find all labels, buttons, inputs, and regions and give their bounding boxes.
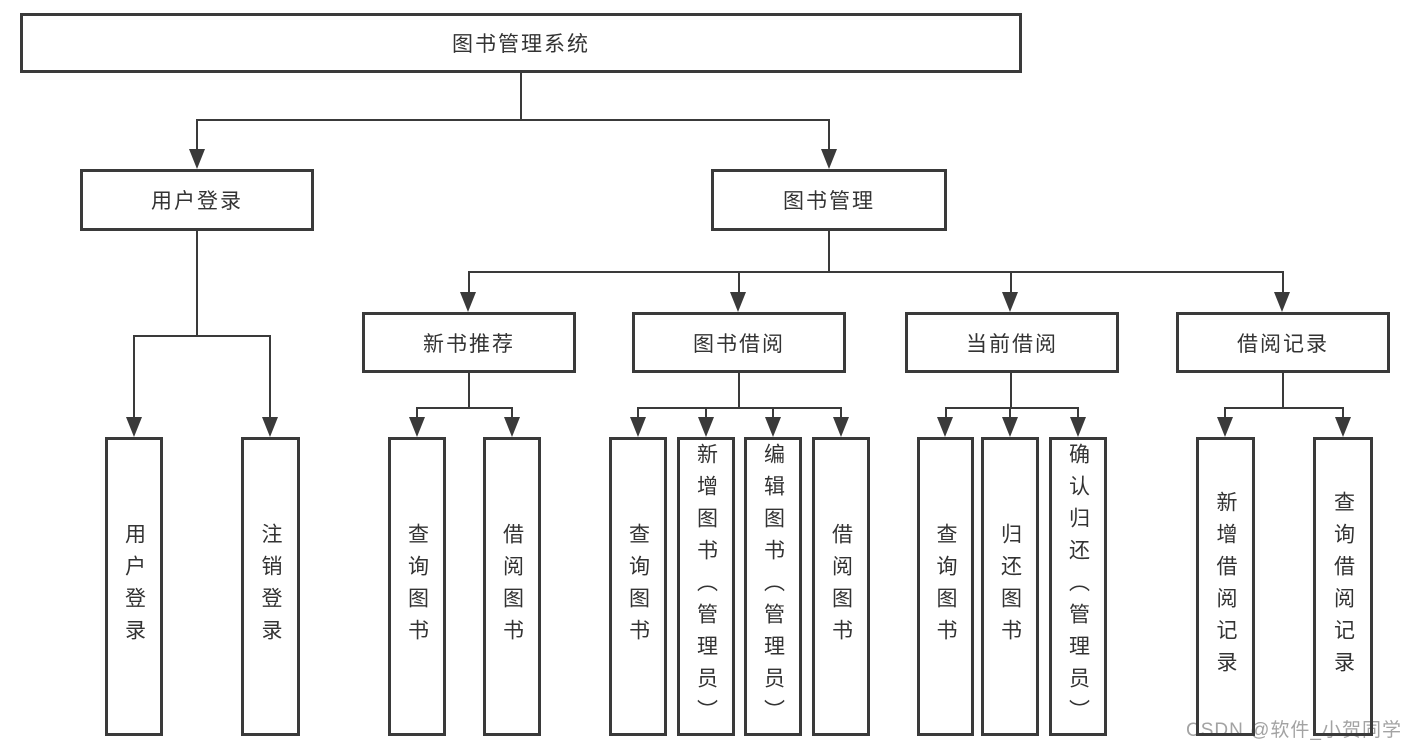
arrowhead bbox=[630, 417, 646, 437]
leaf-label: 新增图书（管理员） bbox=[694, 442, 718, 731]
connector-line bbox=[196, 119, 198, 152]
arrowhead bbox=[1002, 417, 1018, 437]
leaf-label: 确认归还（管理员） bbox=[1066, 442, 1090, 731]
arrowhead bbox=[1217, 417, 1233, 437]
leaf-logout: 注销登录 bbox=[241, 437, 300, 736]
connector-line bbox=[1077, 407, 1079, 420]
arrowhead bbox=[1335, 417, 1351, 437]
connector-line bbox=[945, 407, 947, 420]
arrowhead bbox=[1002, 292, 1018, 312]
node-book-borrow: 图书借阅 bbox=[632, 312, 846, 373]
leaf-borrow-book: 借阅图书 bbox=[812, 437, 870, 736]
csdn-watermark: CSDN @软件_小贺同学 bbox=[1186, 720, 1402, 741]
node-new-book-recommend: 新书推荐 bbox=[362, 312, 576, 373]
leaf-query-book-recommend: 查询图书 bbox=[388, 437, 446, 736]
leaf-edit-book-admin: 编辑图书（管理员） bbox=[744, 437, 802, 736]
leaf-add-borrow-record: 新增借阅记录 bbox=[1196, 437, 1255, 736]
arrowhead bbox=[765, 417, 781, 437]
connector-line bbox=[416, 407, 513, 409]
node-label: 用户登录 bbox=[151, 190, 243, 213]
connector-line bbox=[511, 407, 513, 420]
node-label: 新书推荐 bbox=[423, 332, 515, 356]
leaf-label: 编辑图书（管理员） bbox=[761, 442, 785, 731]
connector-line bbox=[772, 407, 774, 420]
arrowhead bbox=[262, 417, 278, 437]
node-current-borrow: 当前借阅 bbox=[905, 312, 1119, 373]
arrowhead bbox=[1070, 417, 1086, 437]
arrowhead bbox=[1274, 292, 1290, 312]
connector-line bbox=[1224, 407, 1344, 409]
arrowhead bbox=[126, 417, 142, 437]
connector-line bbox=[196, 231, 198, 337]
node-label: 借阅记录 bbox=[1237, 332, 1329, 356]
connector-line bbox=[637, 407, 639, 420]
node-label: 当前借阅 bbox=[966, 332, 1058, 356]
connector-line bbox=[468, 373, 470, 409]
connector-line bbox=[840, 407, 842, 420]
leaf-borrow-book-recommend: 借阅图书 bbox=[483, 437, 541, 736]
connector-line bbox=[133, 335, 271, 337]
arrowhead bbox=[504, 417, 520, 437]
connector-line bbox=[468, 271, 1284, 273]
node-label: 图书管理系统 bbox=[452, 33, 590, 56]
connector-line bbox=[269, 335, 271, 421]
leaf-query-book-borrow: 查询图书 bbox=[609, 437, 667, 736]
leaf-label: 用户登录 bbox=[122, 522, 146, 651]
leaf-query-borrow-record: 查询借阅记录 bbox=[1313, 437, 1373, 736]
connector-line bbox=[1224, 407, 1226, 420]
connector-line bbox=[828, 231, 830, 273]
leaf-query-book-current: 查询图书 bbox=[917, 437, 974, 736]
connector-line bbox=[1282, 271, 1284, 295]
connector-line bbox=[738, 271, 740, 295]
connector-line bbox=[1342, 407, 1344, 420]
arrowhead bbox=[409, 417, 425, 437]
arrowhead bbox=[833, 417, 849, 437]
leaf-label: 查询图书 bbox=[934, 522, 957, 651]
node-borrow-record: 借阅记录 bbox=[1176, 312, 1390, 373]
leaf-label: 查询图书 bbox=[626, 522, 650, 651]
connector-line bbox=[416, 407, 418, 420]
connector-line bbox=[1010, 373, 1012, 409]
connector-line bbox=[945, 407, 1079, 409]
node-label: 图书借阅 bbox=[693, 332, 785, 356]
node-user-login: 用户登录 bbox=[80, 169, 314, 231]
connector-line bbox=[738, 373, 740, 409]
leaf-confirm-return-admin: 确认归还（管理员） bbox=[1049, 437, 1107, 736]
leaf-return-book: 归还图书 bbox=[981, 437, 1039, 736]
connector-line bbox=[1282, 373, 1284, 409]
leaf-label: 新增借阅记录 bbox=[1214, 490, 1237, 683]
leaf-label: 查询借阅记录 bbox=[1331, 490, 1355, 683]
leaf-label: 借阅图书 bbox=[829, 522, 853, 651]
node-library-management-system: 图书管理系统 bbox=[20, 13, 1022, 73]
arrowhead bbox=[460, 292, 476, 312]
leaf-label: 注销登录 bbox=[259, 522, 282, 651]
arrowhead bbox=[937, 417, 953, 437]
connector-line bbox=[637, 407, 842, 409]
leaf-label: 归还图书 bbox=[998, 522, 1022, 651]
leaf-user-login: 用户登录 bbox=[105, 437, 163, 736]
node-label: 图书管理 bbox=[783, 190, 875, 213]
connector-line bbox=[1009, 407, 1011, 420]
connector-line bbox=[828, 119, 830, 152]
leaf-label: 借阅图书 bbox=[500, 522, 524, 651]
connector-line bbox=[520, 73, 522, 121]
arrowhead bbox=[189, 149, 205, 169]
connector-line bbox=[468, 271, 470, 295]
connector-line bbox=[1010, 271, 1012, 295]
arrowhead bbox=[821, 149, 837, 169]
connector-line bbox=[133, 335, 135, 421]
arrowhead bbox=[698, 417, 714, 437]
connector-line bbox=[196, 119, 830, 121]
leaf-add-book-admin: 新增图书（管理员） bbox=[677, 437, 735, 736]
connector-line bbox=[705, 407, 707, 420]
arrowhead bbox=[730, 292, 746, 312]
leaf-label: 查询图书 bbox=[405, 522, 429, 651]
node-book-management: 图书管理 bbox=[711, 169, 947, 231]
